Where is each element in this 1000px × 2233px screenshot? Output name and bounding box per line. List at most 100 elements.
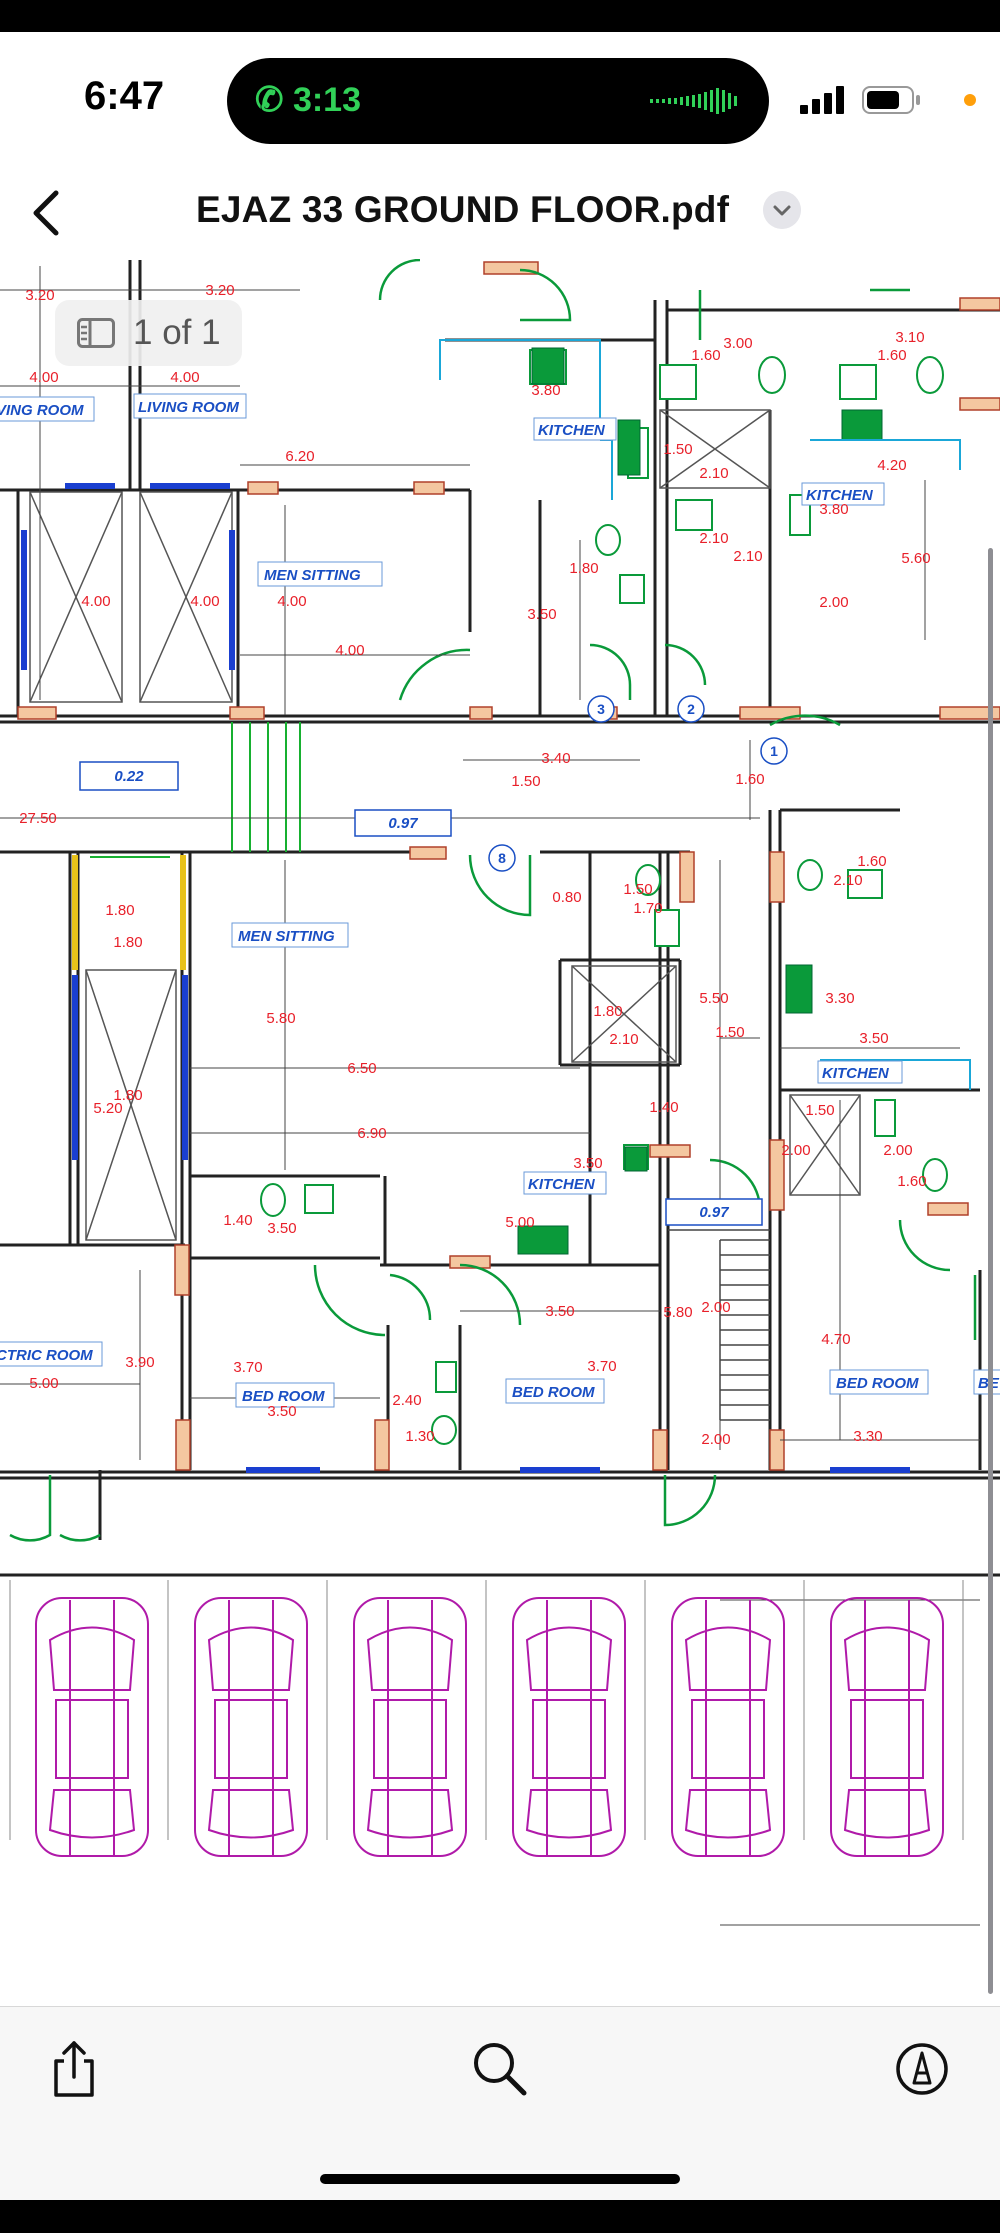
top-black-bar	[0, 0, 1000, 32]
svg-text:3.10: 3.10	[895, 329, 924, 346]
svg-text:2.00: 2.00	[701, 1299, 730, 1316]
svg-text:2.00: 2.00	[883, 1142, 912, 1159]
markup-icon[interactable]	[890, 2037, 954, 2101]
svg-text:0.80: 0.80	[552, 889, 581, 906]
room-label: KITCHEN	[538, 422, 606, 439]
svg-text:6.50: 6.50	[347, 1060, 376, 1077]
page-indicator[interactable]: 1 of 1	[55, 300, 242, 366]
svg-text:2.10: 2.10	[699, 530, 728, 547]
svg-text:1.80: 1.80	[113, 1087, 142, 1104]
room-label: VING ROOM	[0, 402, 84, 419]
svg-text:3.50: 3.50	[267, 1220, 296, 1237]
svg-text:3.50: 3.50	[545, 1303, 574, 1320]
svg-text:2.40: 2.40	[392, 1392, 421, 1409]
svg-text:4.00: 4.00	[29, 369, 58, 386]
chevron-down-icon[interactable]	[763, 191, 801, 229]
room-label: KITCHEN	[806, 487, 874, 504]
room-label: BED ROOM	[242, 1388, 325, 1405]
call-indicator[interactable]: ✆ 3:13	[255, 80, 361, 120]
car-5	[671, 1597, 785, 1857]
svg-text:3.20: 3.20	[205, 282, 234, 299]
svg-text:27.50: 27.50	[19, 810, 57, 827]
svg-text:3.00: 3.00	[723, 335, 752, 352]
svg-text:1.60: 1.60	[735, 771, 764, 788]
room-label: KITCHEN	[822, 1065, 890, 1082]
page-indicator-label: 1 of 1	[133, 313, 221, 352]
svg-text:3.70: 3.70	[587, 1358, 616, 1375]
svg-text:2.00: 2.00	[819, 594, 848, 611]
svg-text:5.80: 5.80	[663, 1304, 692, 1321]
svg-text:4.00: 4.00	[170, 369, 199, 386]
share-icon[interactable]	[42, 2037, 106, 2101]
privacy-indicator	[964, 94, 976, 106]
svg-text:1.40: 1.40	[223, 1212, 252, 1229]
search-icon[interactable]	[468, 2037, 532, 2101]
svg-text:1.60: 1.60	[691, 347, 720, 364]
svg-text:1.50: 1.50	[623, 881, 652, 898]
svg-text:8: 8	[498, 850, 506, 866]
svg-text:2.00: 2.00	[701, 1431, 730, 1448]
svg-text:1.80: 1.80	[105, 902, 134, 919]
svg-text:4.00: 4.00	[81, 593, 110, 610]
svg-text:6.90: 6.90	[357, 1125, 386, 1142]
car-6	[830, 1597, 944, 1857]
svg-text:5.50: 5.50	[699, 990, 728, 1007]
level-tag: 0.97	[388, 815, 418, 832]
car-1	[35, 1597, 149, 1857]
document-title[interactable]: EJAZ 33 GROUND FLOOR.pdf	[196, 189, 730, 230]
svg-text:2.10: 2.10	[833, 872, 862, 889]
phone-icon: ✆	[255, 81, 284, 119]
svg-text:3: 3	[597, 701, 605, 717]
svg-text:1.80: 1.80	[569, 560, 598, 577]
svg-text:5.60: 5.60	[901, 550, 930, 567]
svg-text:3.80: 3.80	[531, 382, 560, 399]
svg-text:1: 1	[770, 743, 778, 759]
svg-text:4.70: 4.70	[821, 1331, 850, 1348]
room-label: MEN SITTING	[264, 567, 361, 584]
svg-text:3.50: 3.50	[267, 1403, 296, 1420]
svg-text:1.50: 1.50	[805, 1102, 834, 1119]
svg-text:3.50: 3.50	[527, 606, 556, 623]
svg-text:3.90: 3.90	[125, 1354, 154, 1371]
svg-text:1.80: 1.80	[113, 934, 142, 951]
car-2	[194, 1597, 308, 1857]
waveform-icon	[650, 88, 737, 114]
page-thumbnail-icon	[77, 318, 115, 348]
room-label: BED ROOM	[836, 1375, 919, 1392]
svg-text:3.20: 3.20	[25, 287, 54, 304]
svg-text:1.40: 1.40	[649, 1099, 678, 1116]
svg-text:3.50: 3.50	[859, 1030, 888, 1047]
room-label: LIVING ROOM	[138, 399, 239, 416]
signal-icon	[800, 86, 844, 114]
navigation-bar: EJAZ 33 GROUND FLOOR.pdf	[0, 167, 1000, 260]
level-tag: 0.97	[699, 1204, 729, 1221]
svg-text:4.00: 4.00	[335, 642, 364, 659]
level-tag: 0.22	[114, 768, 144, 785]
floor-plan-drawing: 0.22 0.97 0.97 3 2 1 8 VING ROOM LIVING …	[0, 259, 1000, 1926]
svg-text:6.20: 6.20	[285, 448, 314, 465]
svg-text:3.80: 3.80	[819, 501, 848, 518]
vertical-scrollbar[interactable]	[988, 548, 993, 1994]
room-label: KITCHEN	[528, 1176, 596, 1193]
svg-text:3.30: 3.30	[825, 990, 854, 1007]
svg-text:5.80: 5.80	[266, 1010, 295, 1027]
svg-text:5.20: 5.20	[93, 1100, 122, 1117]
svg-text:1.50: 1.50	[663, 441, 692, 458]
parking-cars	[35, 1597, 944, 1857]
svg-text:4.00: 4.00	[277, 593, 306, 610]
svg-text:1.80: 1.80	[593, 1003, 622, 1020]
home-indicator[interactable]	[320, 2174, 680, 2184]
svg-text:1.50: 1.50	[715, 1024, 744, 1041]
dynamic-island[interactable]	[227, 58, 769, 144]
bottom-black-bar	[0, 2200, 1000, 2233]
room-label: MEN SITTING	[238, 928, 335, 945]
room-label: BED ROOM	[512, 1384, 595, 1401]
pdf-viewer[interactable]: 0.22 0.97 0.97 3 2 1 8 VING ROOM LIVING …	[0, 259, 1000, 2006]
svg-text:2.00: 2.00	[781, 1142, 810, 1159]
bottom-toolbar	[0, 2006, 1000, 2201]
svg-text:2.10: 2.10	[609, 1031, 638, 1048]
svg-text:5.00: 5.00	[505, 1214, 534, 1231]
svg-text:1.50: 1.50	[511, 773, 540, 790]
back-chevron-icon[interactable]	[22, 183, 72, 243]
battery-icon	[862, 86, 920, 114]
